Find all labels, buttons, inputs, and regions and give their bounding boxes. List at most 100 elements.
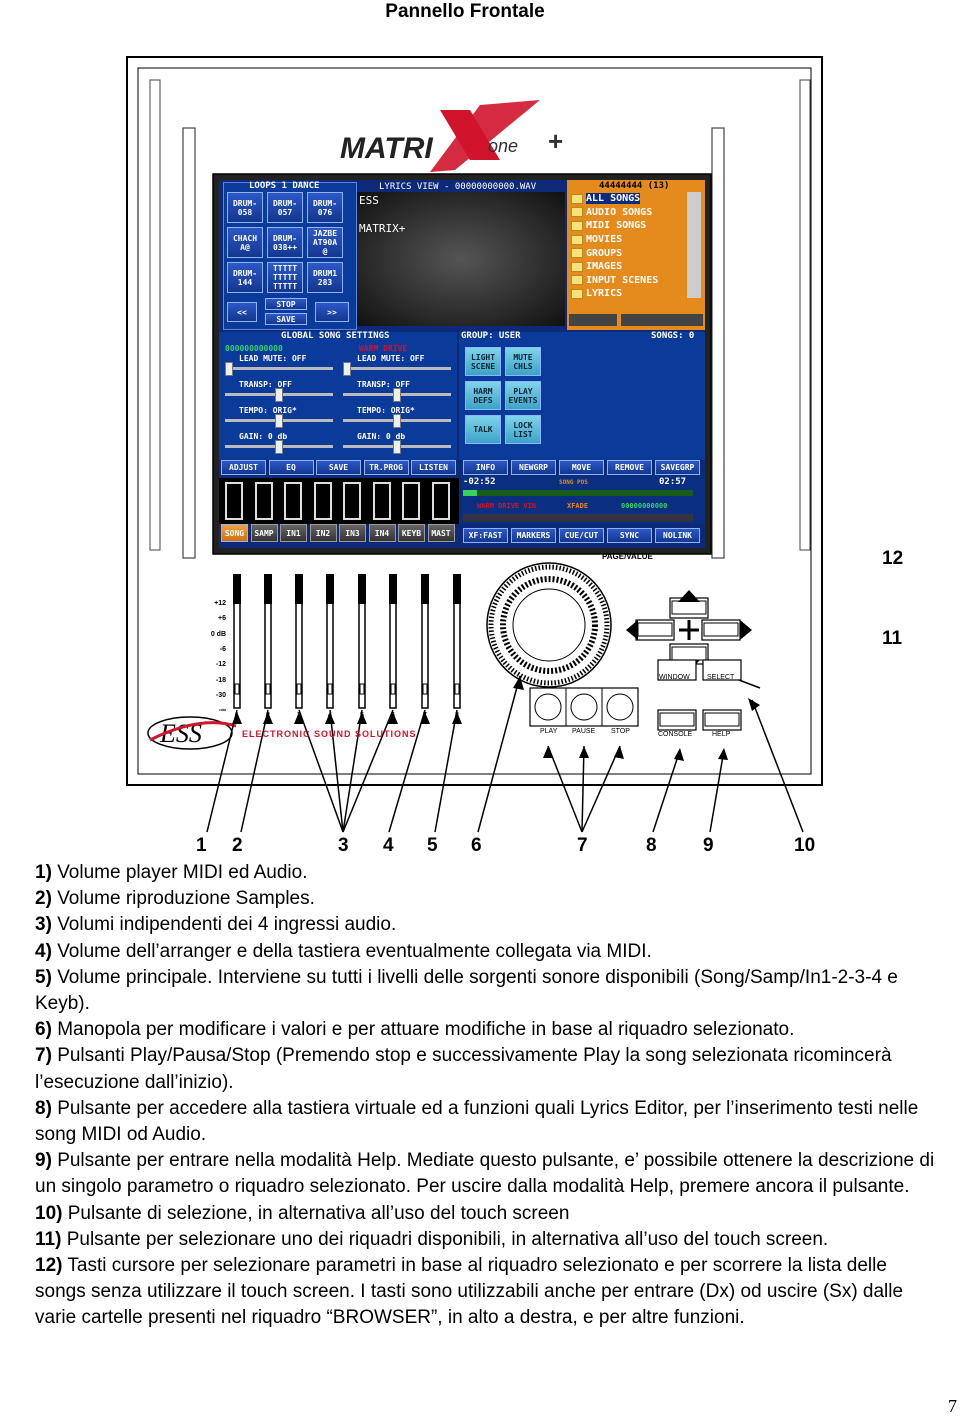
svg-text:one: one <box>488 136 518 156</box>
browser-item-label: ALL SONGS <box>586 193 641 205</box>
channel-tab[interactable]: KEYB <box>398 524 425 542</box>
legend-item: 6) Manopola per modificare i valori e pe… <box>35 1017 935 1043</box>
fader-cap[interactable] <box>233 574 241 604</box>
loop-button[interactable]: TTTTT TTTTT TTTTT <box>267 262 303 293</box>
loop-button[interactable]: DRUM1 283 <box>307 262 343 293</box>
browser-item[interactable]: GROUPS <box>571 246 685 260</box>
loop-button[interactable]: DRUM- 038++ <box>267 227 303 258</box>
fader-cap[interactable] <box>295 574 303 604</box>
browser-item[interactable]: AUDIO SONGS <box>571 206 685 220</box>
loop-button[interactable]: DRUM- 144 <box>227 262 263 293</box>
group-button[interactable]: PLAY EVENTS <box>505 381 541 410</box>
browser-field-left <box>569 314 617 326</box>
legend-item: 1) Volume player MIDI ed Audio. <box>35 860 935 886</box>
nav-prev-button[interactable]: << <box>227 302 257 322</box>
browser-item[interactable]: MIDI SONGS <box>571 219 685 233</box>
group-button[interactable]: MUTE CHLS <box>505 347 541 376</box>
front-panel-illustration: MATRI one + <box>126 56 903 856</box>
bottom-left-button[interactable]: TR.PROG <box>363 460 409 475</box>
songs-count: SONGS: 0 <box>651 331 695 341</box>
fader-cap[interactable] <box>421 574 429 604</box>
meter-scale-label: -6 <box>219 645 226 653</box>
callout-number: 8 <box>646 835 657 856</box>
browser-item[interactable]: LYRICS <box>571 287 685 301</box>
bottom-left-button[interactable]: LISTEN <box>411 460 456 475</box>
bottom-left-button[interactable]: SAVE <box>316 460 361 475</box>
channel-tab[interactable]: MAST <box>427 524 455 542</box>
transport-row-button[interactable]: XF:FAST <box>463 528 508 543</box>
nav-next-button[interactable]: >> <box>315 302 349 322</box>
fader-cap[interactable] <box>453 574 461 604</box>
channel-tab[interactable]: SAMP <box>250 524 278 542</box>
fader-cap[interactable] <box>326 574 334 604</box>
legend-item: 9) Pulsante per entrare nella modalità H… <box>35 1148 935 1200</box>
save-button[interactable]: SAVE <box>265 313 307 325</box>
browser-field-right <box>621 314 703 326</box>
mixer-channel-meter <box>313 482 332 520</box>
fader-marker <box>234 683 240 695</box>
browser-item[interactable]: IMAGES <box>571 260 685 274</box>
browser-scrollbar[interactable] <box>687 192 701 298</box>
group-button[interactable]: TALK <box>465 415 501 444</box>
channel-tab[interactable]: SONG <box>221 524 248 542</box>
transport-row-button[interactable]: NOLINK <box>655 528 700 543</box>
bottom-right-button[interactable]: INFO <box>463 460 508 475</box>
setting-slider[interactable] <box>225 367 333 370</box>
slider-knob[interactable] <box>393 440 401 454</box>
page-number: 7 <box>948 1396 957 1416</box>
loop-button[interactable]: CHACH A@ <box>227 227 263 258</box>
loop-button[interactable]: DRUM- 057 <box>267 192 303 223</box>
fader-marker <box>454 683 460 695</box>
callout-number: 4 <box>383 835 394 856</box>
pause-label: PAUSE <box>572 728 596 735</box>
lyrics-line-2: MATRIX+ <box>359 222 406 235</box>
browser-item[interactable]: MOVIES <box>571 233 685 247</box>
callout-11: 11 <box>882 628 903 649</box>
slider-knob[interactable] <box>275 388 283 402</box>
fader-marker <box>327 683 333 695</box>
channel-tab[interactable]: IN1 <box>280 524 307 542</box>
slider-knob[interactable] <box>343 362 351 376</box>
console-label: CONSOLE <box>658 731 693 738</box>
slider-knob[interactable] <box>393 414 401 428</box>
bottom-right-button[interactable]: NEWGRP <box>511 460 556 475</box>
stop-button[interactable]: STOP <box>265 298 307 310</box>
fader-bank[interactable] <box>233 574 461 709</box>
lyrics-line-1: ESS <box>359 194 379 207</box>
transport-row-button[interactable]: MARKERS <box>511 528 556 543</box>
browser-item[interactable]: ALL SONGS <box>571 192 685 206</box>
slider-knob[interactable] <box>225 362 233 376</box>
bottom-left-button[interactable]: EQ <box>268 460 314 475</box>
transport-row-button[interactable]: CUE/CUT <box>559 528 604 543</box>
group-button[interactable]: LIGHT SCENE <box>465 347 501 376</box>
channel-tab[interactable]: IN4 <box>368 524 396 542</box>
slider-knob[interactable] <box>275 414 283 428</box>
left-song: 000000000000 <box>225 344 283 353</box>
setting-slider[interactable] <box>343 367 451 370</box>
fader-cap[interactable] <box>358 574 366 604</box>
bottom-right-button[interactable]: REMOVE <box>607 460 652 475</box>
fader-cap[interactable] <box>264 574 272 604</box>
song-pos-label: SONG POS <box>559 479 588 486</box>
fader-number: 4 <box>328 712 332 719</box>
bottom-right-button[interactable]: MOVE <box>559 460 604 475</box>
song-position-bar[interactable] <box>463 490 693 496</box>
slider-knob[interactable] <box>393 388 401 402</box>
group-button[interactable]: LOCK LIST <box>505 415 541 444</box>
channel-tab[interactable]: IN2 <box>309 524 337 542</box>
bottom-right-button[interactable]: SAVEGRP <box>655 460 700 475</box>
slider-knob[interactable] <box>275 440 283 454</box>
browser-panel <box>567 180 705 330</box>
bottom-left-button[interactable]: ADJUST <box>221 460 266 475</box>
loop-button[interactable]: JAZBE AT90A @ <box>307 227 343 258</box>
group-button[interactable]: HARM DEFS <box>465 381 501 410</box>
fader-cap[interactable] <box>389 574 397 604</box>
xfade-bar[interactable] <box>463 514 693 522</box>
browser-item[interactable]: INPUT SCENES <box>571 274 685 288</box>
legend-text: Manopola per modificare i valori e per a… <box>57 1019 795 1041</box>
loop-button[interactable]: DRUM- 058 <box>227 192 263 223</box>
channel-tab[interactable]: IN3 <box>339 524 366 542</box>
transport-row-button[interactable]: SYNC <box>607 528 652 543</box>
loop-button[interactable]: DRUM- 076 <box>307 192 343 223</box>
